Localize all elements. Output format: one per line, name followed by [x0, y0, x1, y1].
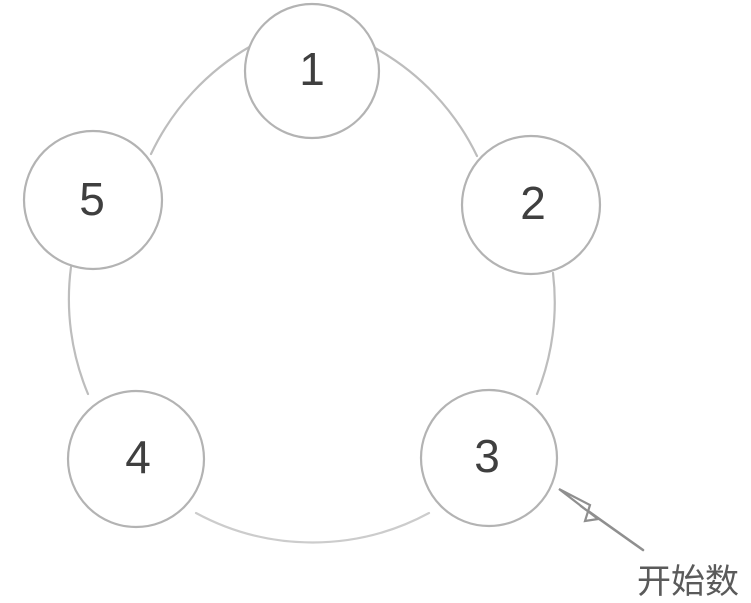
- ring-arcs: [67, 44, 556, 544]
- edge-arc-1-to-2: [373, 46, 479, 158]
- edge-arc-2-to-3: [535, 271, 556, 396]
- node-label-3: 3: [474, 430, 500, 482]
- node-label-4: 4: [125, 431, 151, 483]
- node-group-2[interactable]: 2: [460, 134, 602, 276]
- node-circle-5[interactable]: [22, 129, 164, 271]
- node-group-4[interactable]: 4: [66, 389, 206, 529]
- annotation-arrow-head: [558, 488, 601, 523]
- node-label-1: 1: [299, 43, 325, 95]
- node-label-5: 5: [79, 173, 105, 225]
- node-group-3[interactable]: 3: [419, 388, 559, 528]
- node-circle-4[interactable]: [66, 389, 206, 529]
- annotation-label-start-number: 开始数: [637, 562, 739, 602]
- edge-arc-4-to-5: [67, 265, 90, 396]
- edge-arc-5-to-1: [149, 44, 253, 156]
- node-group-1[interactable]: 1: [243, 2, 381, 140]
- node-group-5[interactable]: 5: [22, 129, 164, 271]
- node-label-2: 2: [520, 177, 546, 229]
- node-circle-2[interactable]: [460, 134, 602, 276]
- node-circle-1[interactable]: [243, 2, 381, 140]
- node-circle-3[interactable]: [419, 388, 559, 528]
- start-annotation-arrow: [558, 488, 645, 552]
- edge-arc-3-to-4: [194, 511, 431, 544]
